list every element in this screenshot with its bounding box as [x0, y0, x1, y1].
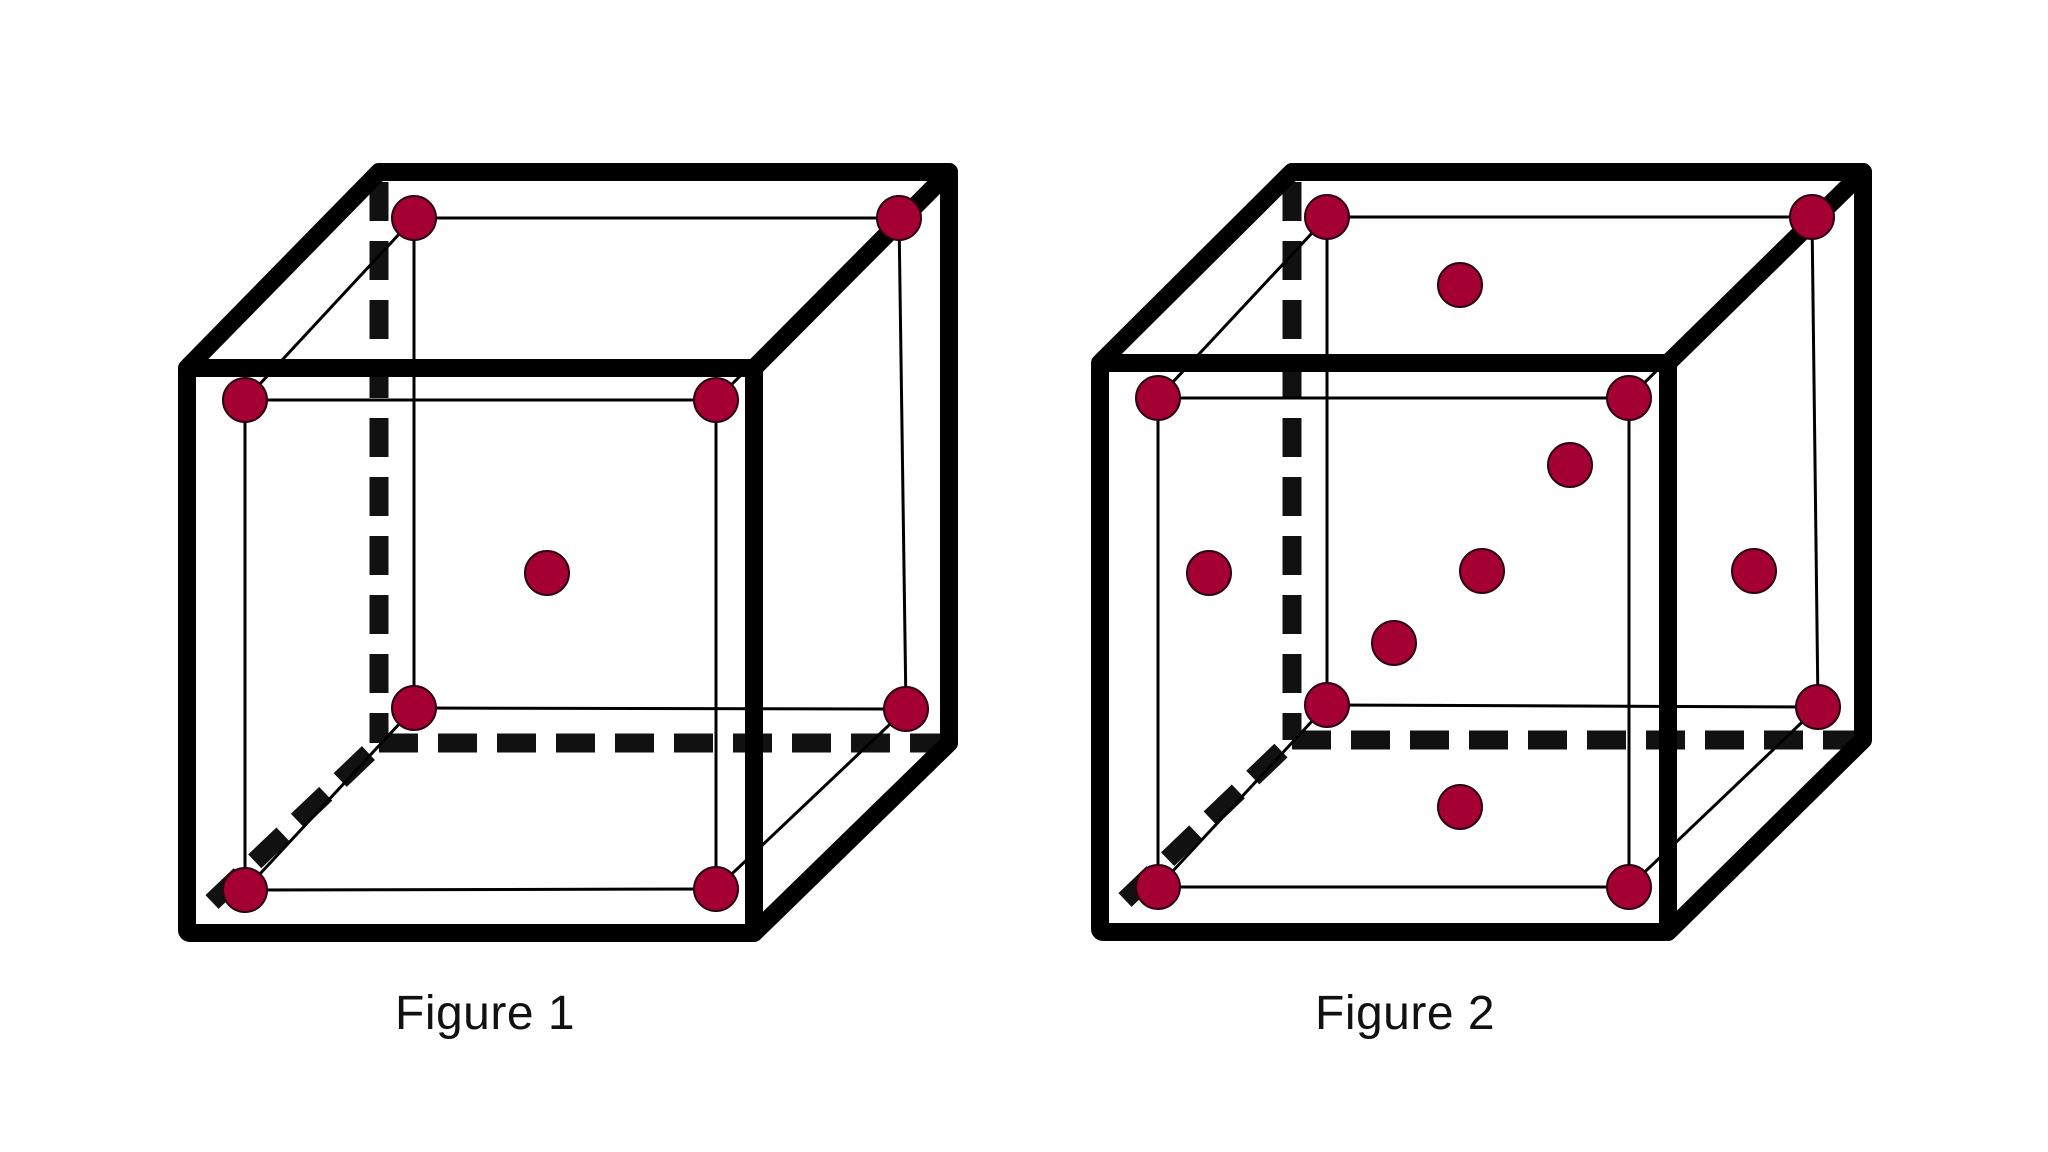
atom-corner-front-top-left [222, 377, 268, 423]
atom-corner-front-bottom-right [1606, 864, 1652, 910]
atom-corner-back-bottom-left [1304, 682, 1350, 728]
atom-corner-back-top-right [876, 195, 922, 241]
lattice-edge [244, 887, 717, 892]
atom-face-center [1459, 548, 1505, 594]
atom-corner-back-bottom-right [883, 686, 929, 732]
lattice-edge [413, 706, 907, 711]
figure-1-caption: Figure 1 [395, 987, 576, 1040]
front-face-frame [1091, 354, 1677, 941]
atom-corner-front-bottom-right [693, 866, 739, 912]
atom-corner-front-top-right [693, 377, 739, 423]
atom-face-front [1547, 442, 1593, 488]
atom-corner-back-bottom-left [391, 685, 437, 731]
atom-corner-front-top-left [1135, 375, 1181, 421]
atom-face-left [1186, 550, 1232, 596]
atom-corner-back-top-left [1304, 194, 1350, 240]
atom-corner-back-top-right [1789, 194, 1835, 240]
lattice-edge [897, 217, 908, 710]
atom-corner-front-bottom-left [1135, 864, 1181, 910]
atom-face-right [1731, 548, 1777, 594]
front-face-frame [178, 359, 763, 942]
atom-face-top [1437, 262, 1483, 308]
figure-2-caption: Figure 2 [1315, 987, 1496, 1040]
atom-body-center [524, 550, 570, 596]
lattice-edge [1326, 703, 1819, 709]
lattice-edge [243, 706, 416, 892]
atom-face-back [1371, 620, 1417, 666]
atom-corner-back-top-left [391, 195, 437, 241]
lattice-edge [1156, 703, 1329, 889]
figure-1-cube [178, 163, 958, 942]
top-right-depth-edge [745, 163, 958, 377]
figure-2-cube [1091, 163, 1872, 941]
top-right-depth-edge [1659, 163, 1872, 372]
atom-corner-front-top-right [1606, 375, 1652, 421]
atom-corner-front-bottom-left [222, 867, 268, 913]
atom-corner-back-bottom-right [1795, 684, 1841, 730]
lattice-edge [1810, 216, 1820, 708]
atom-face-bottom [1437, 784, 1483, 830]
